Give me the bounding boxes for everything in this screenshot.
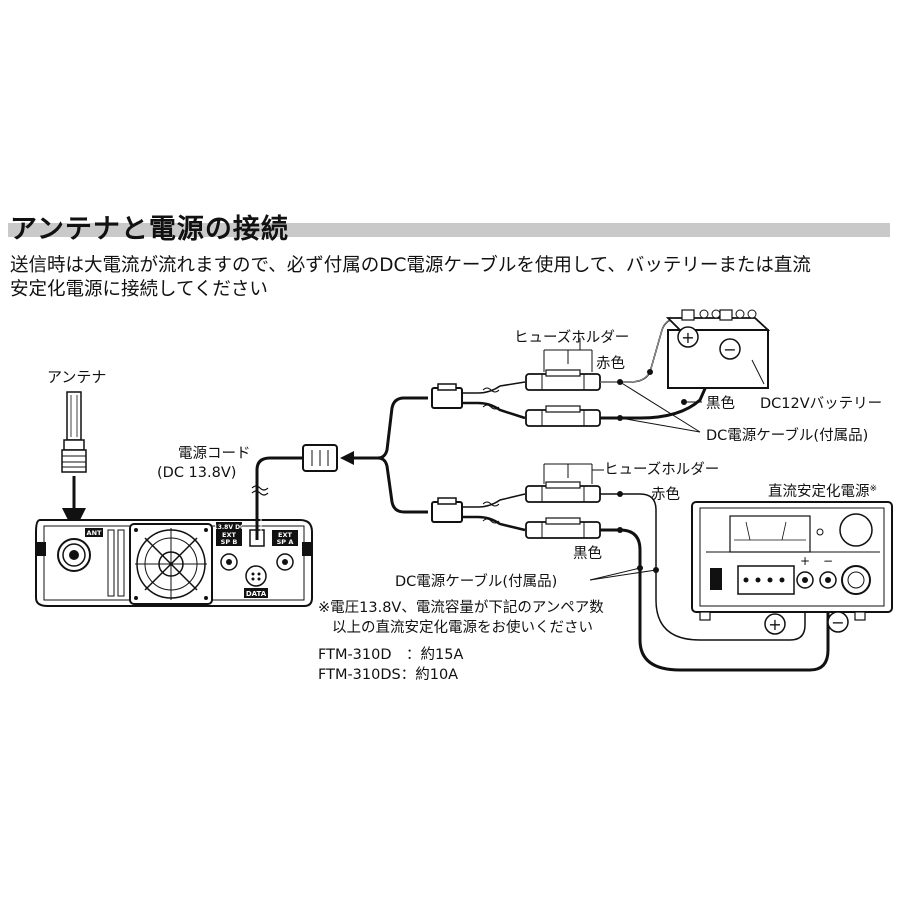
cooling-fan [129,523,213,605]
note-line-2: 以上の直流安定化電源をお使いください [332,619,593,636]
data-jack [245,565,267,587]
psu-label: 直流安定化電源※ [768,483,877,500]
polarity-minus-symbol: − [827,611,849,633]
ant-label: ANT [87,529,102,537]
intro-line-2: 安定化電源に接続してください [10,279,268,300]
regulated-power-supply: + − [691,501,893,621]
ant-connector [57,538,91,572]
battery-label: DC12Vバッテリー [760,396,882,412]
intro-line-1: 送信時は大電流が流れますので、必ず付属のDC電源ケーブルを使用して、バッテリーま… [10,255,811,276]
psu-cable-connector [431,501,463,523]
polarity-plus-symbol: + [764,613,786,635]
ext-sp-a-label-1: EXT [278,531,292,539]
black-wire-top-label: 黒色 [706,395,735,412]
note-line-1: ※電圧13.8V、電流容量が下記のアンペア数 [318,599,604,616]
psu-branch [431,463,830,672]
fuse-holder-top-black [525,405,601,427]
fuse-holder-bottom-red [525,481,601,503]
dc-cable-bottom-label: DC電源ケーブル(付属品) [395,572,557,590]
black-wire-bottom-label: 黒色 [573,545,602,562]
section-title-text: アンテナと電源の接続 [10,214,289,245]
power-cord-label: 電源コード [178,445,251,462]
svg-text:+: + [768,615,781,634]
red-wire-top-label: 赤色 [596,355,625,372]
model-ftm310ds: FTM-310DS：約10A [318,666,458,683]
intro-text: 送信時は大電流が流れますので、必ず付属のDC電源ケーブルを使用して、バッテリーま… [10,254,890,302]
fuse-holder-bottom-black [525,517,601,539]
ext-sp-b-label-1: EXT [222,531,236,539]
fuse-holder-top-red [525,369,601,391]
data-label: DATA [246,590,267,598]
antenna-label: アンテナ [47,368,106,386]
antenna [61,391,87,532]
section-title: アンテナと電源の接続 [8,207,890,245]
power-cord [251,444,338,540]
psu-plus-mark: + [800,554,810,568]
fuse-holder-top-label: ヒューズホルダー [514,329,629,346]
battery-minus: − [723,340,736,359]
title-band [8,223,890,237]
power-cord-voltage: (DC 13.8V) [157,465,236,481]
fuse-holder-bottom-label: ヒューズホルダー [604,461,719,478]
battery-plus: + [681,328,694,347]
radio-rear-panel: ANT 13.8V DC EXT SP B EXT [35,519,313,607]
dc-jack-label: 13.8V DC [214,524,246,531]
red-wire-bottom-label: 赤色 [651,486,680,503]
branch-arrows [340,396,428,514]
battery-cable-connector [431,387,463,409]
ext-sp-b-label-2: SP B [221,538,238,546]
ext-sp-a-label-2: SP A [277,538,294,546]
dc-cable-top-label: DC電源ケーブル(付属品) [706,426,868,444]
svg-text:−: − [831,613,844,632]
psu-minus-mark: − [823,554,833,568]
dc12v-battery: + − [665,309,771,389]
model-ftm310d: FTM-310D ：約15A [318,646,463,663]
